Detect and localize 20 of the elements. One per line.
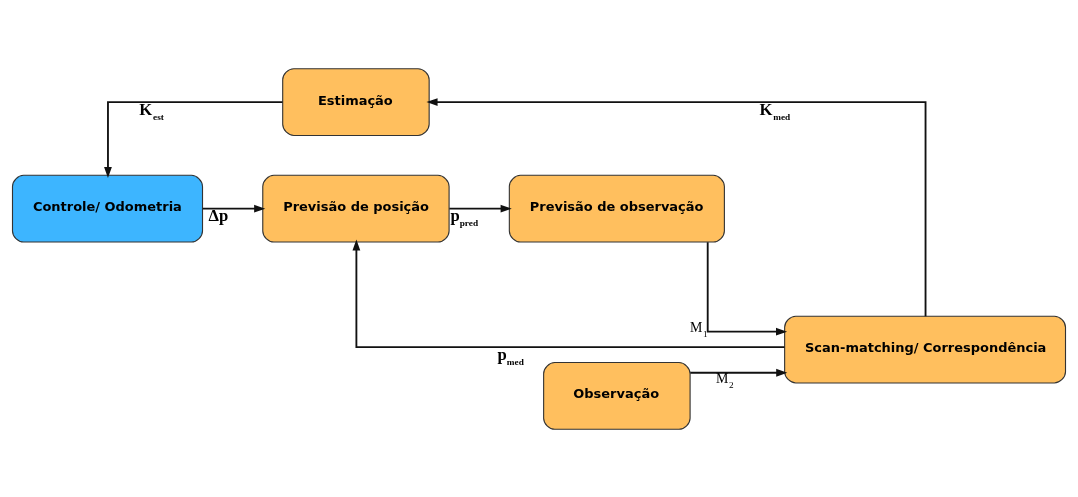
arrow bbox=[201, 204, 266, 213]
arrow bbox=[448, 204, 512, 213]
edge-label: M$_{2}$ bbox=[716, 370, 734, 390]
node-box: Previsão de posição bbox=[262, 174, 450, 243]
edge-label: K$_{est}$ bbox=[139, 99, 164, 121]
edge-label: M$_{1}$ bbox=[690, 319, 708, 339]
arrow bbox=[104, 100, 284, 178]
arrow bbox=[352, 238, 786, 348]
node-box: Scan-matching/ Correspondência bbox=[784, 315, 1067, 383]
node-box: Observação bbox=[543, 361, 691, 430]
arrow bbox=[706, 240, 788, 336]
edge-label: Δp bbox=[208, 205, 229, 225]
edge-label: p$_{med}$ bbox=[497, 344, 524, 367]
node-box: Previsão de observação bbox=[508, 174, 725, 243]
node-box: Estimação bbox=[282, 67, 430, 136]
edge-label: K$_{med}$ bbox=[759, 99, 791, 121]
arrow bbox=[689, 368, 788, 377]
node-box: Controle/ Odometria bbox=[11, 174, 204, 243]
edge-label: p$_{pred}$ bbox=[450, 205, 479, 228]
arrow bbox=[426, 97, 927, 317]
